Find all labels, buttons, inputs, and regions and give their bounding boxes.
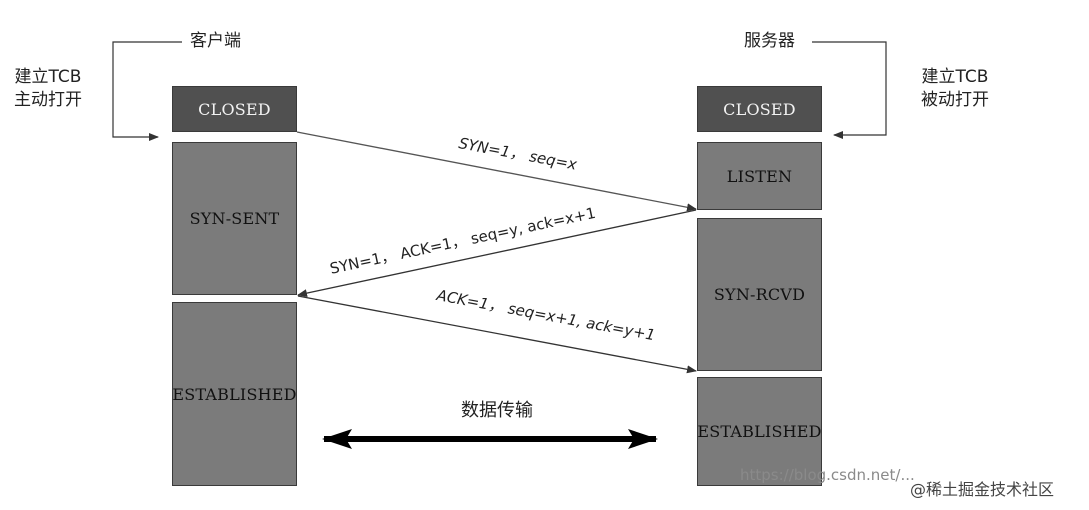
server-state-established-label: ESTABLISHED [697, 422, 822, 441]
server-side-note-line-2: 被动打开 [921, 89, 989, 110]
server-state-syn-rcvd: SYN-RCVD [697, 218, 822, 371]
server-state-syn-rcvd-label: SYN-RCVD [713, 285, 806, 304]
client-title: 客户端 [190, 31, 241, 51]
server-side-note: 建立TCB 被动打开 [921, 66, 989, 112]
server-state-closed-label: CLOSED [723, 99, 796, 119]
syn-ack-arrow [297, 209, 697, 298]
client-state-syn-sent: SYN-SENT [172, 142, 297, 295]
client-state-syn-sent-label: SYN-SENT [189, 209, 280, 228]
watermark-brand: @稀土掘金技术社区 [910, 480, 1055, 499]
server-state-established: ESTABLISHED [697, 377, 822, 486]
ack-arrow [297, 295, 697, 374]
data-transfer-label: 数据传输 [461, 400, 533, 421]
client-state-established-label: ESTABLISHED [172, 384, 297, 404]
server-state-listen-label: LISTEN [726, 166, 793, 186]
client-state-closed: CLOSED [172, 86, 297, 132]
client-side-note: 建立TCB 主动打开 [14, 66, 82, 112]
server-state-closed: CLOSED [697, 86, 822, 132]
client-state-established: ESTABLISHED [172, 302, 297, 486]
server-state-listen: LISTEN [697, 142, 822, 210]
server-bracket-line [812, 41, 887, 139]
client-state-closed-label: CLOSED [198, 99, 271, 119]
server-side-note-line-1: 建立TCB [921, 67, 989, 87]
client-side-note-line-1: 建立TCB [14, 67, 82, 87]
client-bracket-line [112, 41, 182, 141]
syn-arrow [296, 131, 697, 212]
server-title: 服务器 [744, 31, 795, 51]
watermark-url: https://blog.csdn.net/... [740, 466, 915, 484]
client-side-note-line-2: 主动打开 [14, 89, 82, 110]
